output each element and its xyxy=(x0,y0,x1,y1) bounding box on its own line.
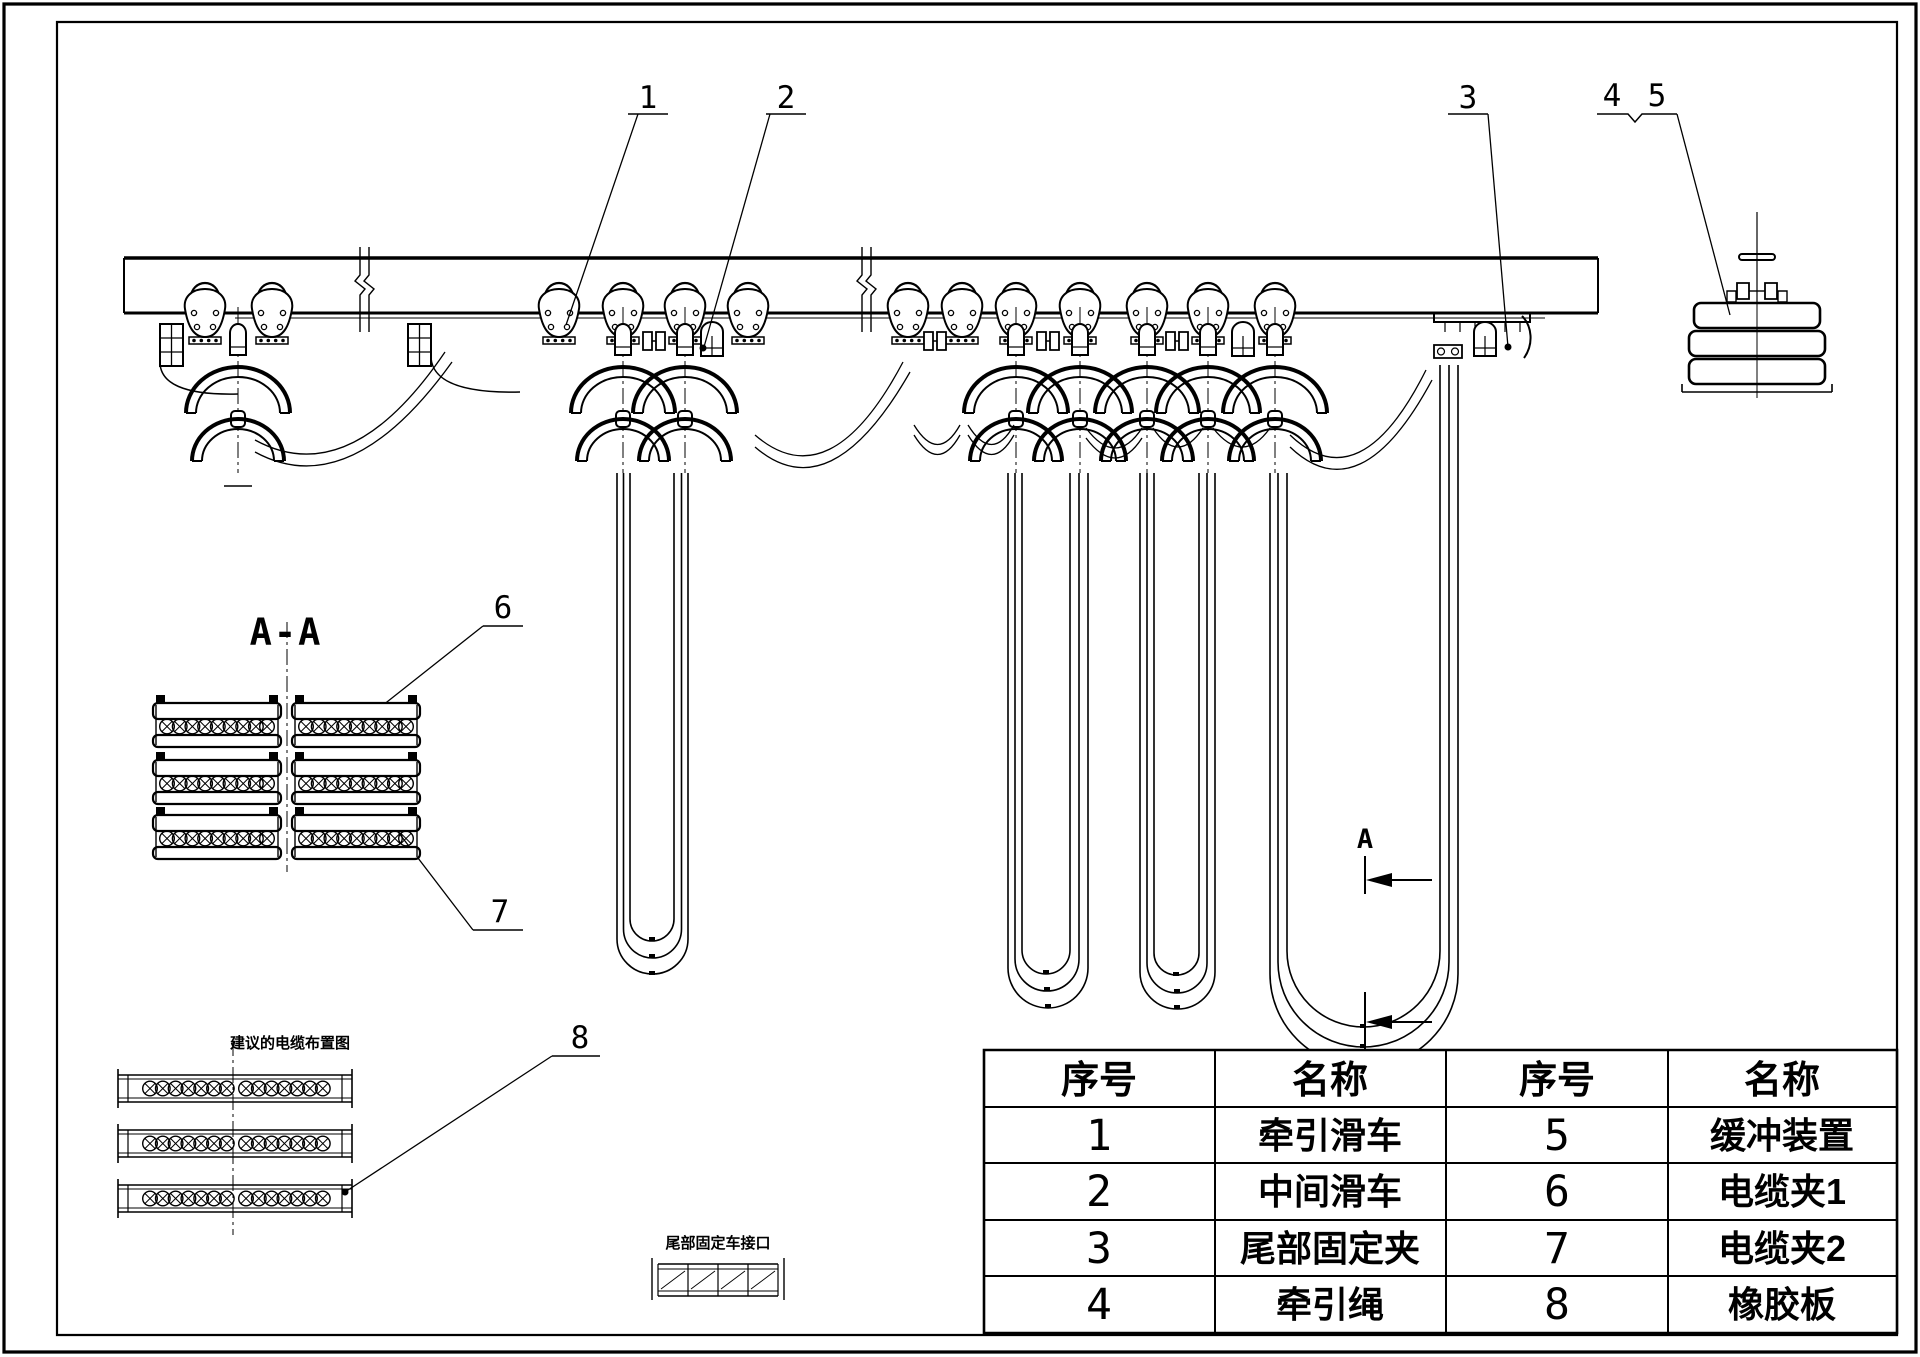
rail-break-symbol xyxy=(354,246,375,333)
callout-7-label: 7 xyxy=(491,894,510,930)
suggested-layout-label: 建议的电缆布置图 xyxy=(230,1034,350,1052)
festoon-loop-1 xyxy=(617,473,688,975)
svg-text:7: 7 xyxy=(1544,1224,1570,1274)
callout-4-label: 4 xyxy=(1603,78,1622,114)
table-header-name-right: 名称 xyxy=(1744,1060,1820,1102)
festoon-loop-large xyxy=(1270,365,1458,1068)
cable-clamp-row-3-right xyxy=(292,807,420,859)
cable-clamp-row-3-left xyxy=(153,807,281,859)
callout-1-label: 1 xyxy=(639,80,658,116)
tail-fixed-clamp xyxy=(1434,313,1531,358)
trolley-group-c xyxy=(886,281,1134,475)
table-row: 3 尾部固定夹 7 电缆夹2 xyxy=(1086,1224,1846,1274)
svg-text:6: 6 xyxy=(1544,1167,1570,1217)
callout-8-label: 8 xyxy=(571,1020,590,1056)
svg-text:1: 1 xyxy=(1086,1111,1112,1161)
trolley-group-tow xyxy=(159,281,294,486)
trolley-group-b xyxy=(407,281,770,475)
drawing-borders xyxy=(4,4,1916,1352)
callout-2-label: 2 xyxy=(777,80,796,116)
callout-3-label: 3 xyxy=(1459,80,1478,116)
tail-interface-label: 尾部固定车接口 xyxy=(665,1234,770,1252)
svg-text:电缆夹2: 电缆夹2 xyxy=(1718,1228,1846,1269)
svg-text:8: 8 xyxy=(1544,1280,1570,1330)
section-view-a-a: A-A xyxy=(153,611,420,872)
callout-2: 2 xyxy=(699,80,807,352)
cable-tray-row-3 xyxy=(118,1179,352,1218)
festoon-loop-2 xyxy=(1008,473,1088,1008)
cable-clamp-row-1-left xyxy=(153,695,281,747)
tail-interface-detail: 尾部固定车接口 xyxy=(652,1234,784,1300)
suggested-cable-layout-view: 建议的电缆布置图 xyxy=(118,1034,352,1235)
cable-tray-row-2 xyxy=(118,1124,352,1163)
cable-tray-row-1 xyxy=(118,1069,352,1108)
callout-3: 3 xyxy=(1448,80,1512,351)
trolley-group-d xyxy=(1093,281,1329,475)
svg-text:2: 2 xyxy=(1086,1167,1112,1217)
table-row: 4 牵引绳 8 橡胶板 xyxy=(1086,1280,1836,1330)
buffer-device xyxy=(1682,212,1832,398)
svg-text:中间滑车: 中间滑车 xyxy=(1258,1171,1402,1212)
svg-text:尾部固定夹: 尾部固定夹 xyxy=(1240,1228,1420,1269)
svg-text:牵引绳: 牵引绳 xyxy=(1276,1284,1384,1325)
callout-1: 1 xyxy=(566,80,668,325)
monorail-beam xyxy=(124,246,1598,333)
svg-text:缓冲装置: 缓冲装置 xyxy=(1710,1115,1854,1156)
cable-clamp-row-2-left xyxy=(153,752,281,804)
cable-clamp-row-2-right xyxy=(292,752,420,804)
section-mark-a-upper: A xyxy=(1357,824,1373,855)
svg-text:橡胶板: 橡胶板 xyxy=(1728,1284,1836,1325)
parts-table: 序号 名称 序号 名称 1 牵引滑车 5 缓冲装置 2 中间滑车 6 电缆夹1 … xyxy=(984,1050,1897,1333)
svg-text:3: 3 xyxy=(1086,1224,1112,1274)
festoon-loop-3 xyxy=(1140,473,1215,1009)
callout-6-label: 6 xyxy=(494,590,513,626)
cable-pendant-clamp xyxy=(1231,321,1255,357)
table-header-no-left: 序号 xyxy=(1061,1060,1137,1102)
callout-8: 8 xyxy=(341,1020,601,1196)
table-row: 2 中间滑车 6 电缆夹1 xyxy=(1086,1167,1846,1217)
callout-5-label: 5 xyxy=(1648,78,1667,114)
section-cut-mark-upper: A xyxy=(1357,824,1432,894)
svg-text:5: 5 xyxy=(1544,1111,1570,1161)
table-row: 1 牵引滑车 5 缓冲装置 xyxy=(1086,1111,1854,1161)
svg-text:牵引滑车: 牵引滑车 xyxy=(1258,1115,1402,1156)
table-header-no-right: 序号 xyxy=(1519,1060,1595,1102)
callout-4-5: 4 5 xyxy=(1597,78,1730,315)
section-view-title: A-A xyxy=(250,611,323,654)
callout-6: 6 xyxy=(369,590,524,717)
svg-text:4: 4 xyxy=(1086,1280,1112,1330)
svg-text:电缆夹1: 电缆夹1 xyxy=(1718,1171,1846,1212)
callout-7: 7 xyxy=(388,820,524,931)
cable-swag-curves xyxy=(255,352,1432,469)
rail-break-symbol xyxy=(856,246,877,333)
table-header-name-left: 名称 xyxy=(1292,1060,1368,1102)
cable-clamp-row-1-right xyxy=(292,695,420,747)
